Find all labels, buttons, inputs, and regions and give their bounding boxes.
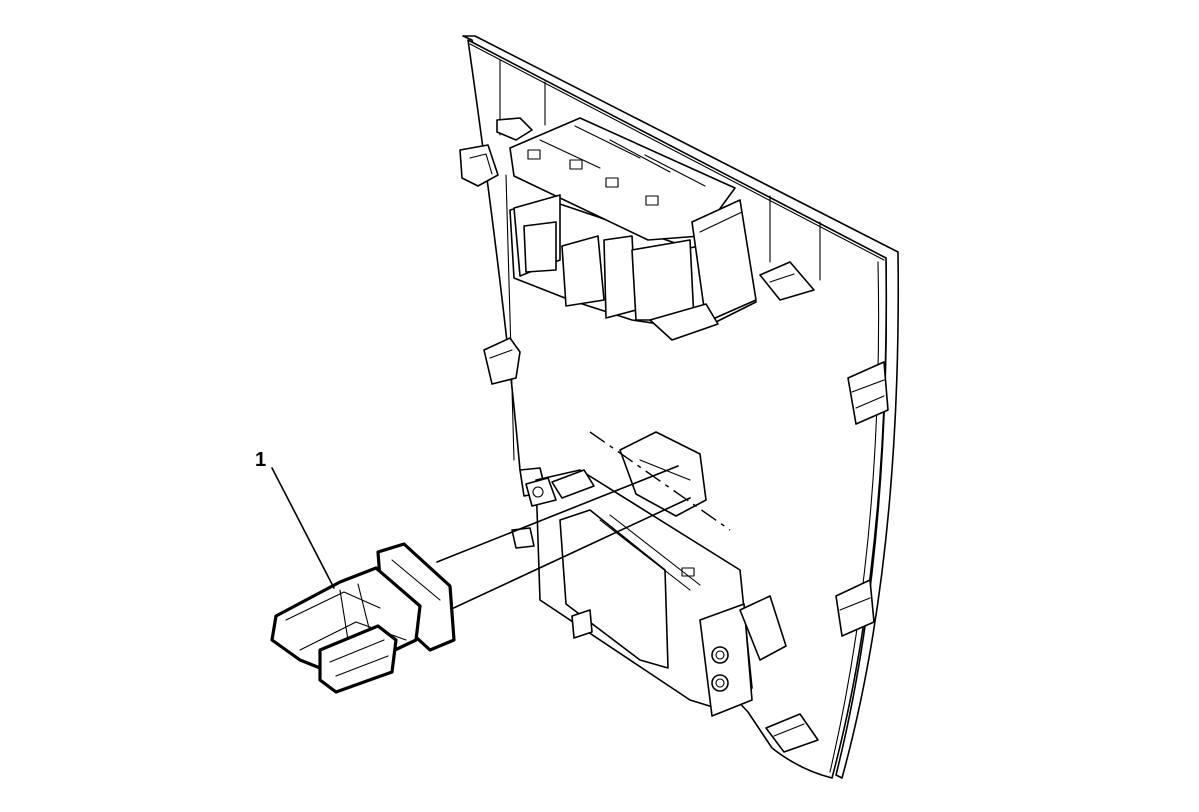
connector-part bbox=[270, 542, 456, 694]
callout-1-leader bbox=[271, 467, 335, 589]
callout-1-number: 1 bbox=[255, 449, 266, 471]
module-receiver bbox=[525, 431, 787, 717]
callout-1: 1 bbox=[255, 449, 335, 589]
switch-assembly bbox=[509, 117, 757, 341]
alignment-lines bbox=[436, 431, 731, 613]
